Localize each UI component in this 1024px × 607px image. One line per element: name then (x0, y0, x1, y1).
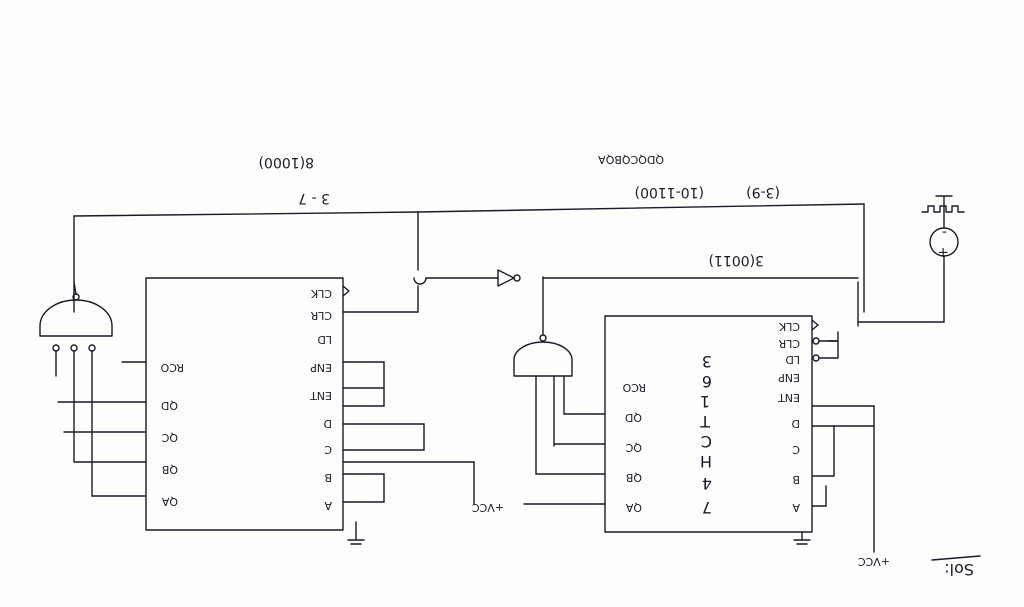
rc-pin-b: B (792, 473, 800, 486)
lc-pin-c: C (324, 443, 332, 456)
wire-crossover (413, 277, 427, 285)
lc-pin-a: A (324, 499, 332, 512)
lc-pin-clr: CLR (310, 309, 332, 322)
counter-chip-right (604, 315, 813, 533)
rotated-drawing: Sol: A B C D ENT ENP LD CLR CLK QA QB QC… (39, 153, 981, 579)
vcc-label-left: +VCC (472, 501, 504, 514)
clock-plus: + (937, 244, 949, 260)
chip-name-1: 4 (702, 474, 712, 493)
clk-marker-r (811, 319, 819, 331)
lc-pin-ent: ENT (310, 389, 332, 402)
lc-pin-ld: LD (317, 333, 332, 346)
ground-symbol-left (347, 521, 365, 545)
vcc-label-right: +VCC (858, 555, 890, 568)
rc-pin-a: A (792, 501, 800, 514)
rc-pin-qb: QB (626, 471, 642, 484)
lc-pin-qa: QA (161, 495, 178, 508)
note-mid-binary-range: (10-1100) (635, 184, 704, 200)
lc-pin-qd: QD (161, 399, 178, 412)
rc-pin-qd: QD (625, 411, 642, 424)
rc-pin-ld: LD (785, 353, 800, 366)
wire-top-bus-left (73, 211, 419, 217)
nand-input-bubbles (52, 344, 96, 497)
lc-pin-qc: QC (161, 431, 178, 444)
wire-top-bus (417, 203, 865, 213)
lc-pin-qb: QB (162, 463, 178, 476)
chip-name-7: 3 (702, 352, 712, 371)
rc-pin-enp: ENP (778, 371, 800, 384)
clr-bubble-r (812, 337, 820, 345)
solution-underline (931, 555, 981, 561)
lc-pin-rco: RCO (160, 361, 184, 374)
rc-pin-c: C (792, 443, 800, 456)
clock-minus: - (942, 224, 947, 240)
inverter-symbol (497, 269, 521, 287)
lc-pin-b: B (324, 471, 332, 484)
chip-name-3: C (701, 432, 712, 451)
nand-gate-left (39, 281, 113, 337)
counter-chip-left (145, 277, 344, 531)
rc-pin-clr: CLR (778, 337, 800, 350)
rc-pin-clk: CLK (778, 320, 800, 333)
chip-name-6: 6 (702, 372, 712, 391)
rc-pin-ent: ENT (778, 391, 800, 404)
note-mid-state: 3(0011) (709, 252, 764, 268)
chip-name-5: 1 (700, 392, 710, 411)
ground-symbol-right (793, 531, 811, 545)
clk-marker-l (342, 285, 350, 297)
chip-name-2: H (700, 452, 712, 471)
solution-label: Sol: (944, 560, 974, 579)
lc-pin-clk: CLK (310, 287, 332, 300)
chip-name-0: 7 (702, 498, 712, 517)
nand-gate-mid (513, 276, 573, 475)
rc-pin-rco: RCO (622, 381, 646, 394)
note-mid-range: (3-9) (746, 184, 780, 200)
rc-pin-qa: QA (625, 501, 642, 514)
clock-source: + - (857, 195, 965, 323)
rc-pin-d: D (792, 417, 800, 430)
rc-pin-qc: QC (625, 441, 642, 454)
note-left-range: 3 - 7 (298, 190, 330, 206)
note-left-binary: 8(1000) (259, 154, 314, 170)
ld-bubble-r (812, 354, 820, 362)
lc-pin-enp: ENP (310, 361, 332, 374)
lc-pin-d: D (324, 417, 332, 430)
note-mid-outputs: QDQCQBQA (598, 153, 664, 166)
chip-name-4: T (700, 412, 711, 431)
